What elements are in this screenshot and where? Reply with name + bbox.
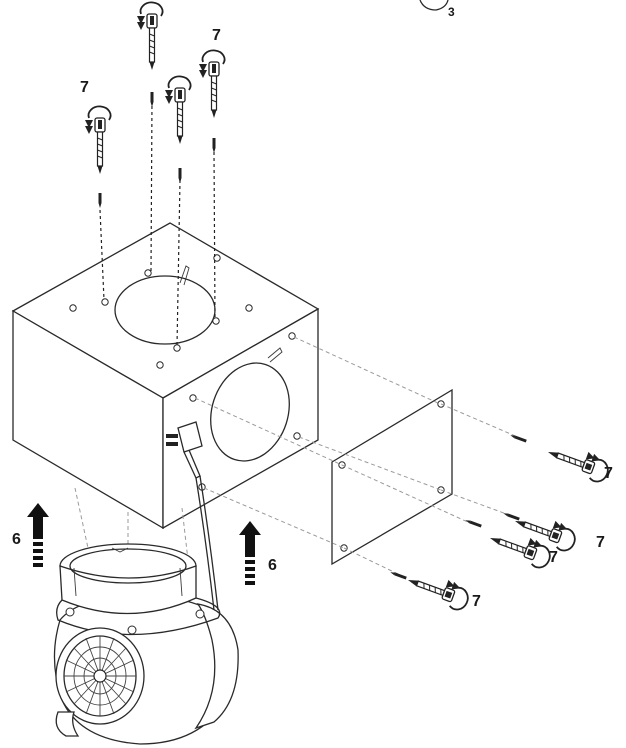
step-label-7: 7 — [549, 549, 558, 566]
side-pin-4 — [389, 570, 407, 580]
step-label-7: 7 — [604, 465, 613, 482]
side-cover-plate — [331, 388, 453, 566]
step-label-7: 7 — [80, 79, 89, 96]
upward-arrow-icon — [27, 503, 49, 567]
top-screw-4 — [198, 49, 226, 119]
step-label-7: 7 — [212, 27, 221, 44]
step-label-7: 7 — [472, 593, 481, 610]
step-label-6: 6 — [12, 531, 21, 548]
top-pin-1 — [98, 193, 102, 208]
reference-number: 3 — [448, 5, 455, 19]
vertical-guides — [99, 99, 216, 347]
top-screw-1 — [84, 105, 112, 175]
top-pin-2 — [150, 92, 154, 107]
box-housing — [11, 222, 320, 530]
side-pin-3 — [464, 518, 482, 528]
top-screw-2 — [136, 1, 164, 71]
top-pin-3 — [178, 168, 182, 183]
reference-mark-3: 3 — [419, 0, 455, 19]
side-screw-4 — [403, 565, 473, 614]
side-screw-1 — [543, 437, 613, 486]
blower-motor — [53, 543, 239, 745]
top-pin-4 — [212, 138, 216, 153]
step-label-7: 7 — [596, 534, 605, 551]
step-label-6: 6 — [268, 557, 277, 574]
top-screw-3 — [164, 75, 192, 145]
power-plug-icon — [166, 421, 219, 611]
upward-arrow-icon — [239, 521, 261, 585]
side-guides — [74, 336, 521, 575]
side-pin-2 — [502, 511, 520, 521]
